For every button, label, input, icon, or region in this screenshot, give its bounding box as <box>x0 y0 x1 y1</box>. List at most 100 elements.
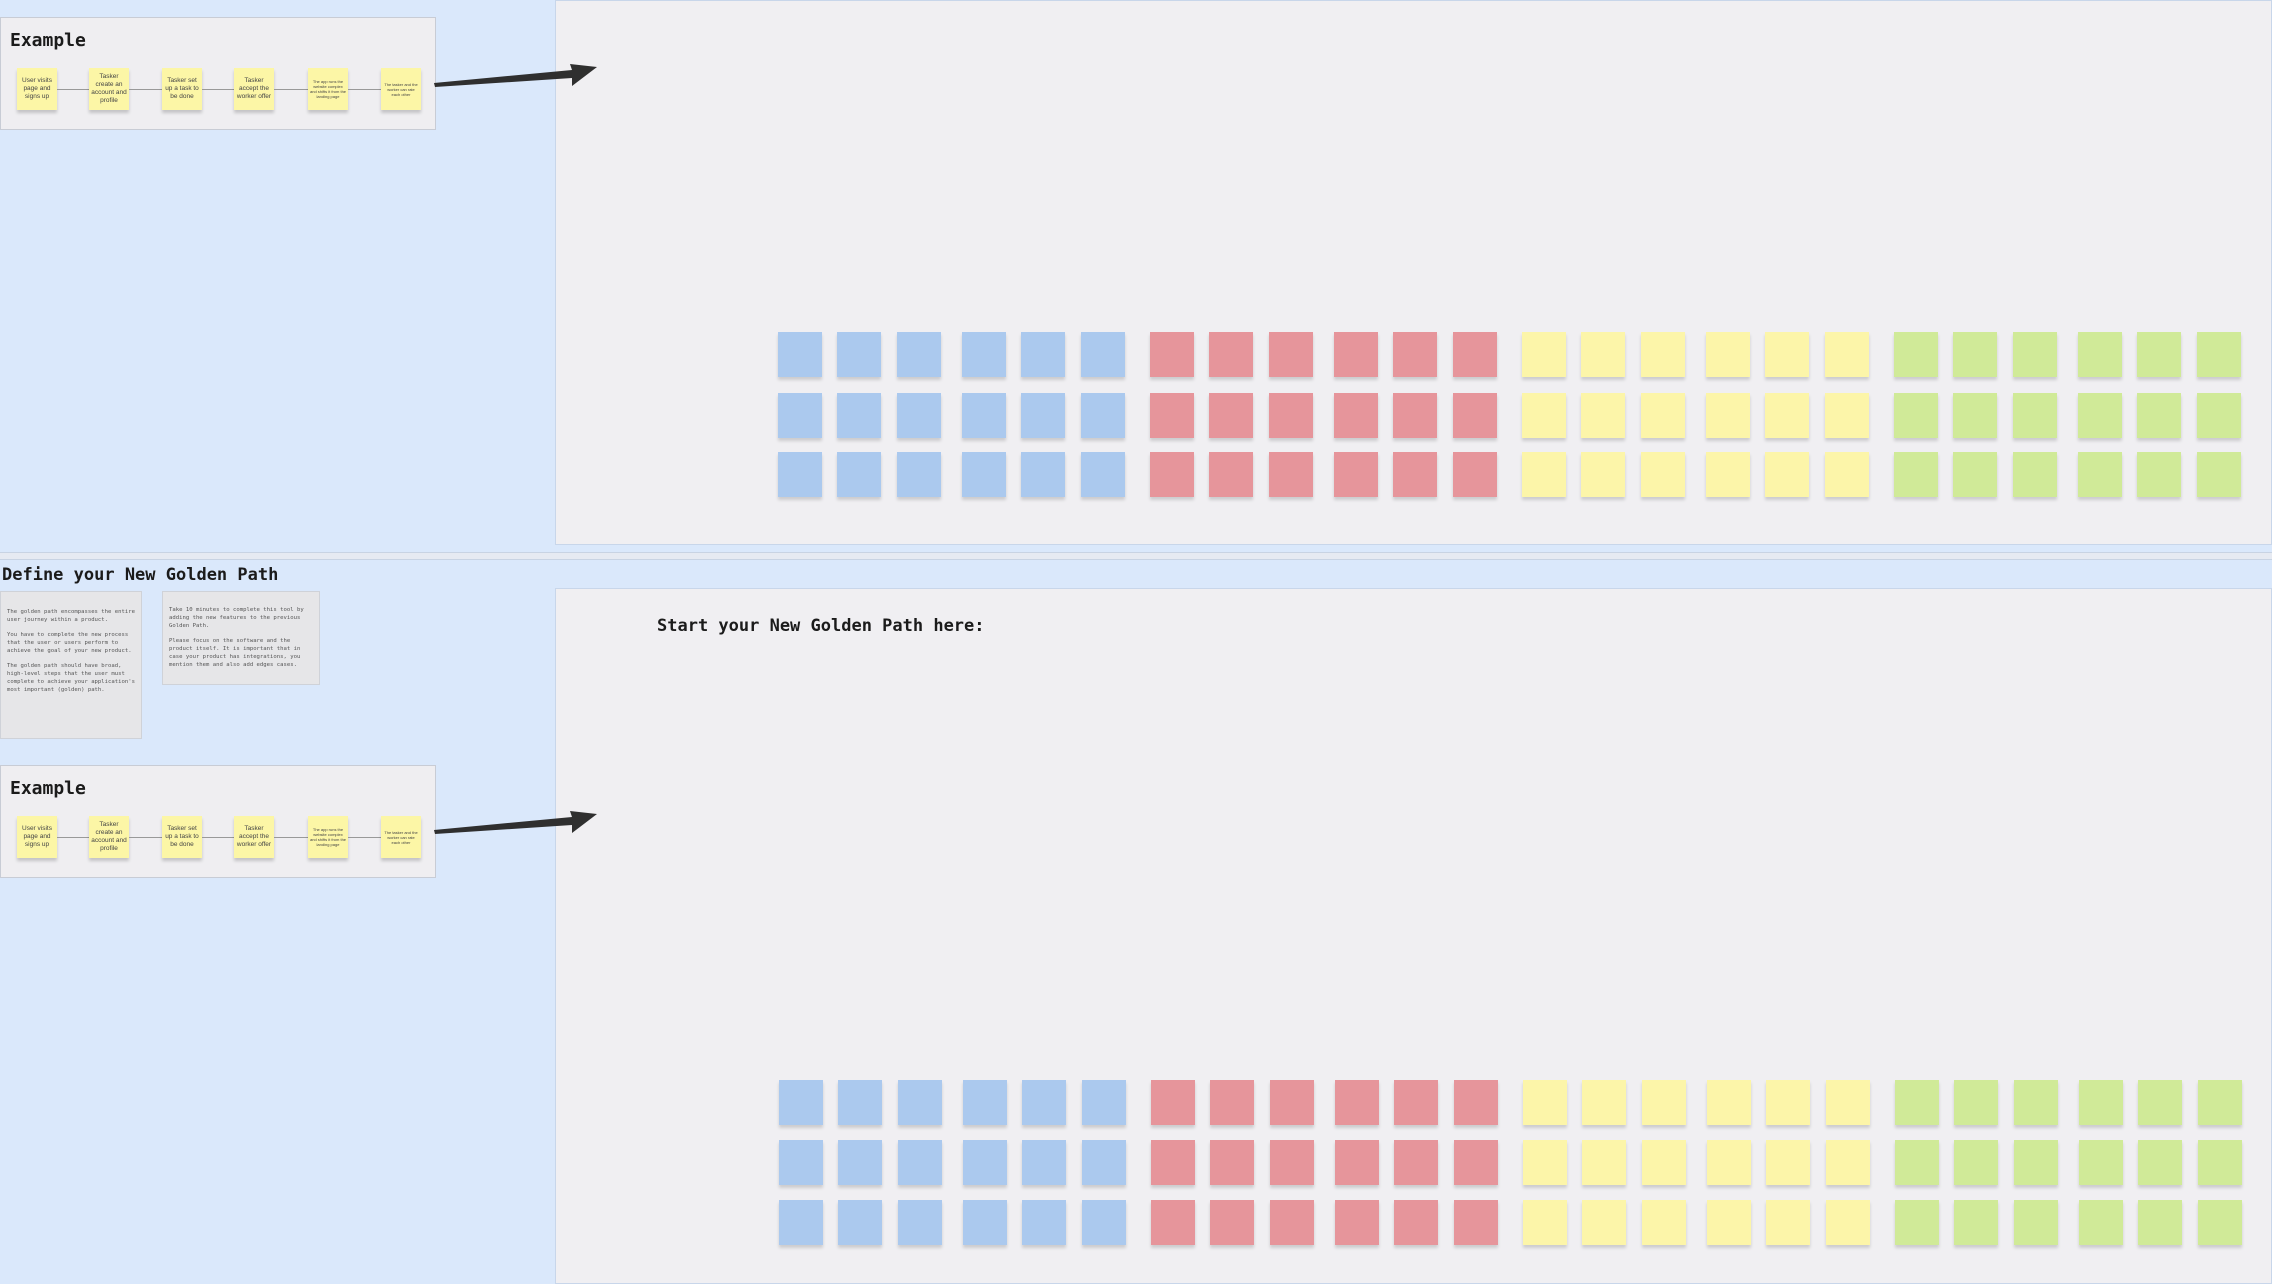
yellow-sticky-note[interactable] <box>1642 1080 1686 1125</box>
blue-sticky-note[interactable] <box>837 452 881 497</box>
blue-sticky-note[interactable] <box>898 1140 942 1185</box>
red-sticky-note[interactable] <box>1210 1080 1254 1125</box>
blue-sticky-note[interactable] <box>837 393 881 438</box>
example-sticky-note[interactable]: User visits page and signs up <box>17 68 57 110</box>
green-sticky-note[interactable] <box>2079 1140 2123 1185</box>
green-sticky-note[interactable] <box>2014 1200 2058 1245</box>
example-sticky-note[interactable]: Tasker create an account and profile <box>89 68 129 110</box>
green-sticky-note[interactable] <box>2137 393 2181 438</box>
red-sticky-note[interactable] <box>1394 1140 1438 1185</box>
yellow-sticky-note[interactable] <box>1582 1140 1626 1185</box>
blue-sticky-note[interactable] <box>898 1200 942 1245</box>
blue-sticky-note[interactable] <box>897 452 941 497</box>
example-sticky-note[interactable]: The app runs the website complex and shi… <box>308 68 348 110</box>
red-sticky-note[interactable] <box>1209 452 1253 497</box>
red-sticky-note[interactable] <box>1394 1080 1438 1125</box>
blue-sticky-note[interactable] <box>838 1200 882 1245</box>
green-sticky-note[interactable] <box>2079 1080 2123 1125</box>
example-sticky-note[interactable]: The tasker and the worker can rate each … <box>381 816 421 858</box>
red-sticky-note[interactable] <box>1151 1080 1195 1125</box>
blue-sticky-note[interactable] <box>963 1200 1007 1245</box>
green-sticky-note[interactable] <box>2013 332 2057 377</box>
blue-sticky-note[interactable] <box>779 1080 823 1125</box>
example-sticky-note[interactable]: Tasker create an account and profile <box>89 816 129 858</box>
green-sticky-note[interactable] <box>2198 1080 2242 1125</box>
red-sticky-note[interactable] <box>1270 1200 1314 1245</box>
red-sticky-note[interactable] <box>1334 452 1378 497</box>
yellow-sticky-note[interactable] <box>1642 1140 1686 1185</box>
blue-sticky-note[interactable] <box>779 1140 823 1185</box>
green-sticky-note[interactable] <box>2198 1200 2242 1245</box>
red-sticky-note[interactable] <box>1151 1140 1195 1185</box>
blue-sticky-note[interactable] <box>1081 332 1125 377</box>
green-sticky-note[interactable] <box>2079 1200 2123 1245</box>
red-sticky-note[interactable] <box>1269 452 1313 497</box>
blue-sticky-note[interactable] <box>1082 1080 1126 1125</box>
green-sticky-note[interactable] <box>1953 452 1997 497</box>
green-sticky-note[interactable] <box>2014 1080 2058 1125</box>
example-sticky-note[interactable]: The app runs the website complex and shi… <box>308 816 348 858</box>
red-sticky-note[interactable] <box>1454 1080 1498 1125</box>
blue-sticky-note[interactable] <box>1022 1080 1066 1125</box>
red-sticky-note[interactable] <box>1393 452 1437 497</box>
blue-sticky-note[interactable] <box>897 332 941 377</box>
blue-sticky-note[interactable] <box>1082 1140 1126 1185</box>
yellow-sticky-note[interactable] <box>1523 1200 1567 1245</box>
green-sticky-note[interactable] <box>2078 332 2122 377</box>
green-sticky-note[interactable] <box>1954 1080 1998 1125</box>
red-sticky-note[interactable] <box>1270 1080 1314 1125</box>
yellow-sticky-note[interactable] <box>1642 1200 1686 1245</box>
yellow-sticky-note[interactable] <box>1707 1200 1751 1245</box>
yellow-sticky-note[interactable] <box>1766 1140 1810 1185</box>
yellow-sticky-note[interactable] <box>1522 393 1566 438</box>
example-sticky-note[interactable]: The tasker and the worker can rate each … <box>381 68 421 110</box>
yellow-sticky-note[interactable] <box>1706 332 1750 377</box>
blue-sticky-note[interactable] <box>962 393 1006 438</box>
yellow-sticky-note[interactable] <box>1641 452 1685 497</box>
blue-sticky-note[interactable] <box>1022 1200 1066 1245</box>
yellow-sticky-note[interactable] <box>1522 332 1566 377</box>
instruction-note-2[interactable]: Take 10 minutes to complete this tool by… <box>162 591 320 685</box>
green-sticky-note[interactable] <box>2014 1140 2058 1185</box>
red-sticky-note[interactable] <box>1151 1200 1195 1245</box>
blue-sticky-note[interactable] <box>778 452 822 497</box>
blue-sticky-note[interactable] <box>963 1140 1007 1185</box>
yellow-sticky-note[interactable] <box>1582 1080 1626 1125</box>
yellow-sticky-note[interactable] <box>1765 452 1809 497</box>
yellow-sticky-note[interactable] <box>1582 1200 1626 1245</box>
blue-sticky-note[interactable] <box>1081 452 1125 497</box>
yellow-sticky-note[interactable] <box>1641 332 1685 377</box>
blue-sticky-note[interactable] <box>962 332 1006 377</box>
red-sticky-note[interactable] <box>1454 1200 1498 1245</box>
red-sticky-note[interactable] <box>1209 393 1253 438</box>
yellow-sticky-note[interactable] <box>1766 1200 1810 1245</box>
yellow-sticky-note[interactable] <box>1707 1140 1751 1185</box>
yellow-sticky-note[interactable] <box>1706 452 1750 497</box>
red-sticky-note[interactable] <box>1393 393 1437 438</box>
red-sticky-note[interactable] <box>1150 452 1194 497</box>
yellow-sticky-note[interactable] <box>1765 393 1809 438</box>
green-sticky-note[interactable] <box>2013 452 2057 497</box>
green-sticky-note[interactable] <box>1895 1200 1939 1245</box>
example-sticky-note[interactable]: Tasker set up a task to be done <box>162 816 202 858</box>
red-sticky-note[interactable] <box>1335 1140 1379 1185</box>
blue-sticky-note[interactable] <box>898 1080 942 1125</box>
red-sticky-note[interactable] <box>1269 393 1313 438</box>
green-sticky-note[interactable] <box>2197 393 2241 438</box>
green-sticky-note[interactable] <box>2137 332 2181 377</box>
green-sticky-note[interactable] <box>2138 1080 2182 1125</box>
green-sticky-note[interactable] <box>2197 332 2241 377</box>
yellow-sticky-note[interactable] <box>1641 393 1685 438</box>
yellow-sticky-note[interactable] <box>1581 332 1625 377</box>
green-sticky-note[interactable] <box>2138 1140 2182 1185</box>
green-sticky-note[interactable] <box>1894 452 1938 497</box>
red-sticky-note[interactable] <box>1270 1140 1314 1185</box>
red-sticky-note[interactable] <box>1150 393 1194 438</box>
red-sticky-note[interactable] <box>1394 1200 1438 1245</box>
yellow-sticky-note[interactable] <box>1825 332 1869 377</box>
blue-sticky-note[interactable] <box>838 1140 882 1185</box>
red-sticky-note[interactable] <box>1453 452 1497 497</box>
blue-sticky-note[interactable] <box>1021 452 1065 497</box>
